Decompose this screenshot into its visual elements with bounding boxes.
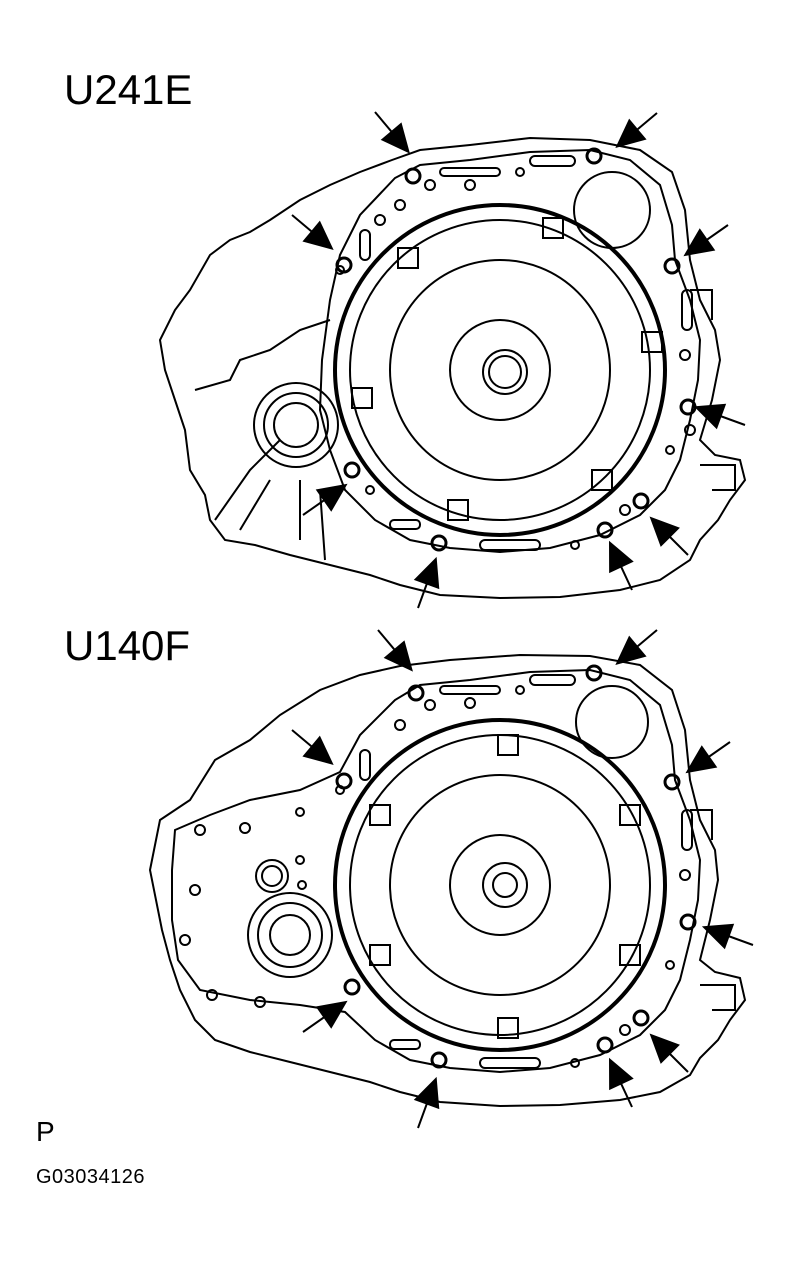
model-label-u140f: U140F <box>64 622 191 669</box>
main-bore-inner <box>349 219 651 521</box>
arrow-icon <box>598 1053 644 1114</box>
arrow-icon <box>295 474 354 526</box>
converter-hub <box>449 834 551 936</box>
housing-outline <box>148 653 747 1108</box>
shaft-outer <box>482 349 528 395</box>
diagram-u140f <box>148 653 747 1108</box>
arrow-icon <box>641 1025 698 1082</box>
arrow-icon <box>367 621 422 679</box>
arrow-icon <box>405 554 449 614</box>
housing-outline <box>158 136 747 600</box>
side-bore-mid <box>257 902 323 968</box>
small-bore <box>255 859 289 893</box>
diagram-u241e <box>158 136 747 600</box>
upper-bore <box>575 685 649 759</box>
side-bracket <box>194 319 331 391</box>
side-bore-inner <box>273 402 319 448</box>
side-bore-mid <box>263 392 329 458</box>
upper-bore <box>573 171 651 249</box>
main-bore-inner <box>349 734 651 1036</box>
arrow-icon <box>295 991 354 1043</box>
right-tab <box>690 809 736 1011</box>
main-bore-outer <box>333 718 667 1052</box>
small-bore-inner <box>261 865 283 887</box>
gasket-outline <box>318 148 702 554</box>
shaft-inner <box>492 872 518 898</box>
arrow-icon <box>608 102 666 157</box>
arrow-icon <box>691 394 751 438</box>
shaft-inner <box>488 355 522 389</box>
shaft-outer <box>482 862 528 908</box>
side-bore-outer <box>253 382 339 468</box>
model-label-u241e: U241E <box>64 66 193 113</box>
arrow-icon <box>283 719 341 774</box>
converter-ring <box>389 774 611 996</box>
converter-hub <box>449 319 551 421</box>
arrow-icon <box>364 103 419 161</box>
right-tab <box>690 289 736 491</box>
arrow-icon <box>283 204 341 259</box>
main-bore-outer <box>333 203 667 537</box>
converter-ring <box>389 259 611 481</box>
arrow-icon <box>405 1074 449 1134</box>
arrow-icon <box>641 508 698 565</box>
footer-mark: P <box>36 1116 55 1147</box>
side-bore-outer <box>247 892 333 978</box>
figure-id: G03034126 <box>36 1166 146 1188</box>
side-rib <box>214 439 326 561</box>
side-bore-inner <box>269 914 311 956</box>
gasket-outline <box>171 668 702 1074</box>
